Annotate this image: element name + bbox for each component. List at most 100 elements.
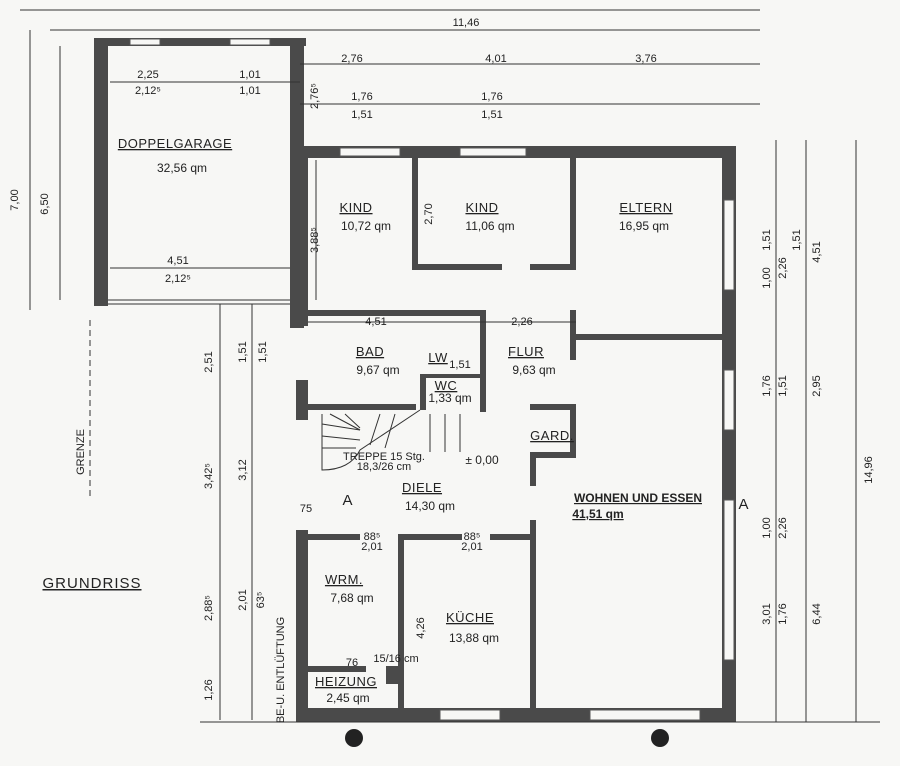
dim-2885: 2,88⁵	[203, 595, 215, 621]
dim-201: 2,01	[237, 589, 249, 610]
wall-bad-stair	[296, 404, 416, 410]
room-area-wc: 1,33 qm	[428, 391, 471, 405]
wall-bad-flur	[480, 316, 486, 412]
dim-426: 4,26	[415, 617, 427, 638]
room-name-kueche: KÜCHE	[446, 610, 494, 625]
wall-wrm-kueche	[398, 534, 404, 710]
wall-wc-north	[420, 374, 484, 378]
window-wohnen-south	[589, 709, 701, 721]
wall-kind-bad	[308, 310, 486, 316]
garage-window	[229, 38, 271, 46]
room-area-kind2: 11,06 qm	[465, 219, 514, 233]
room-name-diele: DIELE	[402, 480, 442, 495]
garage-north-wall	[94, 38, 306, 46]
room-name-garage: DOPPELGARAGE	[118, 136, 232, 151]
room-area-diele: 14,30 qm	[405, 499, 455, 513]
stair-step	[344, 413, 361, 429]
room-area-lw: 1,51	[449, 359, 470, 371]
dim-226: 2,26	[511, 316, 532, 328]
dim-door-885: 88⁵	[364, 531, 381, 543]
stair-step	[369, 413, 381, 446]
dim-r-644: 6,44	[811, 603, 823, 624]
dimension-labels: 11,46 2,76 4,01 3,76 1,76 1,51 1,76 1,51…	[9, 17, 875, 701]
wall-kueche-wohnen	[530, 520, 536, 710]
room-name-lw: LW	[428, 350, 448, 365]
room-name-bad: BAD	[356, 344, 384, 359]
section-marker-west: A	[342, 492, 353, 509]
wall-kind1-kind2	[412, 158, 418, 270]
dim-garage-h: 2,76⁵	[309, 83, 321, 109]
room-name-kind2: KIND	[465, 200, 498, 215]
dim-top-d: 1,76	[351, 91, 372, 103]
dim-kind-270: 2,70	[423, 203, 435, 224]
room-area-eltern: 16,95 qm	[619, 219, 669, 233]
room-area-garage: 32,56 qm	[157, 161, 207, 175]
dim-3425: 3,42⁵	[203, 463, 215, 489]
room-name-heizung: HEIZUNG	[315, 674, 377, 689]
dim-r-100b: 1,00	[761, 517, 773, 538]
dim-r-176b: 1,76	[777, 603, 789, 624]
dim-151b: 1,51	[257, 341, 269, 362]
stair-outline	[321, 409, 421, 471]
room-name-wrm: WRM.	[325, 572, 363, 587]
room-name-wc: WC	[435, 378, 458, 393]
wall-kueche-north	[398, 534, 462, 540]
wall-gard-north	[530, 404, 576, 410]
dim-garage-b: 2,12⁵	[135, 85, 161, 97]
dim-top-b: 4,01	[485, 53, 506, 65]
dim-r-176: 1,76	[761, 375, 773, 396]
room-area-wohnen: 41,51 qm	[572, 507, 623, 521]
dim-door-885: 88⁵	[464, 531, 481, 543]
stair-sub-label: 18,3/26 cm	[357, 461, 411, 473]
dim-top-e: 1,51	[351, 109, 372, 121]
stair-label: TREPPE 15 Stg.	[343, 451, 425, 463]
dim-heiz-1516: 15/16 cm	[373, 653, 418, 665]
wall-gard-west	[530, 452, 536, 486]
dim-kind-388: 3,88⁵	[309, 227, 321, 253]
room-area-flur: 9,63 qm	[512, 363, 555, 377]
dim-r-1496: 14,96	[863, 456, 875, 484]
dim-635: 63⁵	[255, 592, 267, 609]
ventilation-label: BE-U. ENTLÜFTUNG	[275, 617, 287, 723]
room-area-wrm: 7,68 qm	[330, 591, 373, 605]
staircase	[321, 409, 461, 471]
west-wall-bad	[296, 380, 308, 420]
room-area-kind1: 10,72 qm	[341, 219, 391, 233]
dim-251: 2,51	[203, 351, 215, 372]
stair-step	[384, 413, 396, 449]
wall-kind2-south	[412, 264, 502, 270]
dim-r-151b: 1,51	[791, 229, 803, 250]
dim-151a: 1,51	[237, 341, 249, 362]
dim-top-c: 3,76	[635, 53, 656, 65]
dim-r-226b: 2,26	[777, 517, 789, 538]
manhole-icon	[345, 729, 363, 747]
dim-door-201: 2,01	[361, 541, 382, 553]
room-name-kind1: KIND	[339, 200, 372, 215]
stair-step	[321, 423, 361, 431]
window-eltern	[723, 199, 735, 291]
dim-top-a: 2,76	[341, 53, 362, 65]
dim-r-451: 4,51	[811, 241, 823, 262]
wall-gard-east	[570, 404, 576, 456]
dim-garage-a: 2,25	[137, 69, 158, 81]
dim-top-g: 1,51	[481, 109, 502, 121]
dim-heiz-76: 76	[346, 657, 358, 669]
room-area-bad: 9,67 qm	[356, 363, 399, 377]
dim-door-201: 2,01	[461, 541, 482, 553]
dim-top-total: 11,46	[453, 17, 480, 29]
wall-eltern-south	[574, 334, 724, 340]
dim-r-301: 3,01	[761, 603, 773, 624]
plan-title: GRUNDRISS	[42, 575, 141, 592]
room-name-flur: FLUR	[508, 344, 544, 359]
wall-heizung-north	[308, 666, 366, 672]
window-kind2	[459, 147, 527, 157]
dim-garage-d: 1,01	[239, 85, 260, 97]
wall-wrm-north	[296, 534, 360, 540]
dim-garage-e: 4,51	[167, 255, 188, 267]
dim-75: 75	[300, 503, 312, 515]
window-wohnen	[723, 499, 735, 661]
west-wall-upper	[296, 146, 308, 326]
room-name-eltern: ELTERN	[619, 200, 672, 215]
wall-heizung-stub	[386, 666, 398, 684]
room-labels: DOPPELGARAGE 32,56 qm KIND 10,72 qm KIND…	[42, 136, 748, 723]
